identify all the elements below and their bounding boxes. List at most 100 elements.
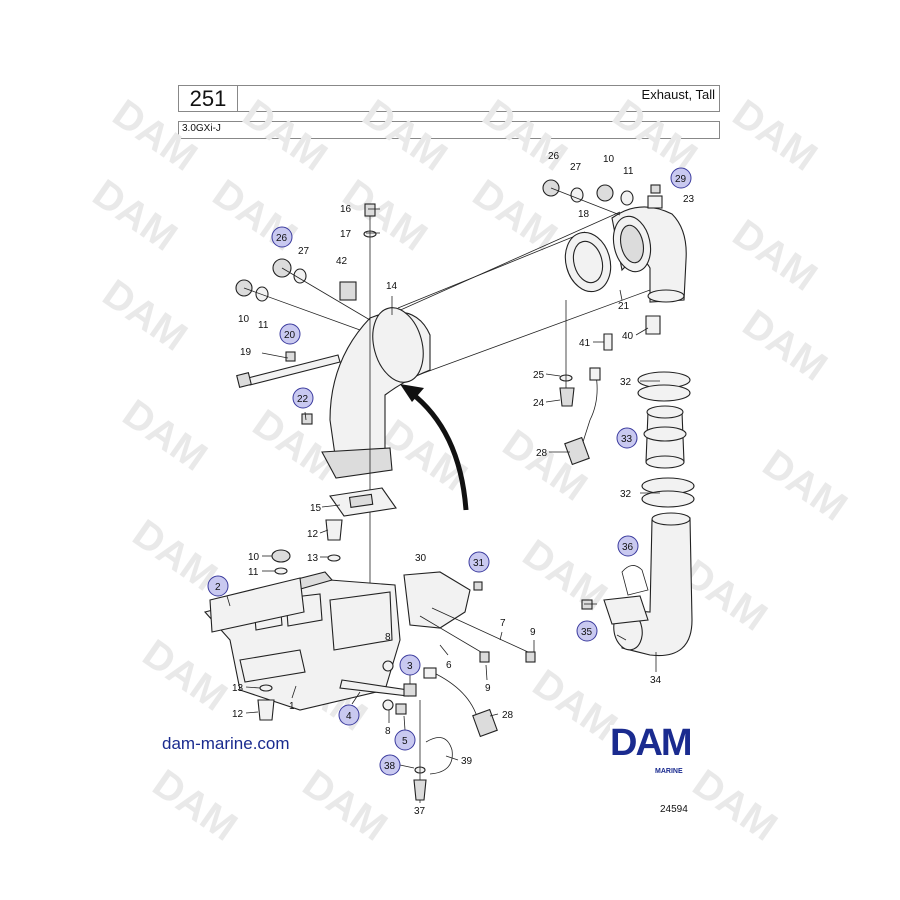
callout-label: 10	[238, 314, 250, 325]
drain-plug	[559, 300, 575, 407]
watermark: DAM	[145, 761, 245, 849]
watermark: DAM	[725, 211, 825, 299]
callout-label: 2	[215, 582, 221, 593]
callout-circle	[394, 729, 416, 751]
callout-label: 1	[289, 701, 295, 712]
watermark: DAM	[115, 391, 215, 479]
callout-label: 29	[675, 174, 687, 185]
callout-label: 10	[603, 154, 615, 165]
callout-label: 12	[232, 709, 244, 720]
callout-label: 33	[621, 434, 633, 445]
temperature-sensors	[423, 367, 601, 738]
callout-label: 12	[307, 529, 319, 540]
callout-label: 30	[415, 553, 427, 564]
drawing-number: 24594	[660, 804, 688, 815]
callout-label: 27	[298, 246, 310, 257]
callout-label: 27	[570, 162, 582, 173]
callout-circle	[670, 167, 692, 189]
callout-label: 9	[530, 627, 536, 638]
callout-label: 34	[650, 675, 662, 686]
callout-circle	[271, 226, 293, 248]
callout-label: 32	[620, 489, 632, 500]
callout-label: 41	[579, 338, 591, 349]
dam-logo: DAM MARINE	[610, 722, 740, 780]
exhaust-outlet-pipe	[581, 512, 693, 657]
callout-label: 21	[618, 301, 630, 312]
top-plugs	[542, 179, 661, 216]
manifold-plugs	[257, 519, 343, 721]
callout-label: 42	[336, 256, 348, 267]
callout-label: 8	[385, 632, 391, 643]
watermark: DAM	[105, 91, 205, 179]
callout-label: 5	[402, 736, 408, 747]
watermark: DAM	[515, 531, 615, 619]
model-bar: 3.0GXi-J	[178, 121, 720, 139]
watermark: DAM	[235, 91, 335, 179]
watermark: DAM	[85, 171, 185, 259]
callout-circle	[576, 620, 598, 642]
callout-label: 22	[297, 394, 309, 405]
watermark: DAM	[735, 301, 835, 389]
logo-subtext: MARINE	[655, 768, 683, 775]
main-elbow	[321, 307, 431, 479]
callout-label: 32	[620, 377, 632, 388]
logo-text: DAM	[610, 725, 691, 764]
callout-label: 11	[258, 320, 269, 331]
callout-circle	[292, 387, 314, 409]
riser-flange	[564, 231, 612, 293]
callout-label: 6	[446, 660, 452, 671]
callout-label: 38	[384, 761, 396, 772]
callout-label: 16	[340, 204, 352, 215]
callout-label: 28	[502, 710, 514, 721]
callout-circle	[279, 323, 301, 345]
bracket	[403, 571, 536, 663]
watermark: DAM	[755, 441, 855, 529]
watermark: DAM	[355, 91, 455, 179]
callout-label: 40	[622, 331, 634, 342]
hose-assembly	[637, 371, 695, 508]
callout-label: 14	[386, 281, 398, 292]
watermark: DAM	[495, 421, 595, 509]
leader-lines	[226, 208, 660, 803]
callout-label: 25	[533, 370, 545, 381]
callout-label: 39	[461, 756, 473, 767]
dam-logo-mark: DAM MARINE	[610, 722, 740, 775]
callout-label: 23	[683, 194, 695, 205]
exhaust-pipe	[377, 211, 651, 379]
callout-label: 35	[581, 627, 593, 638]
watermark: DAM	[135, 631, 235, 719]
part-callouts: 26 27 10 11 29 23 18 16 17 26 27 42 14 1…	[207, 151, 695, 817]
upper-elbow	[611, 195, 687, 303]
watermark: DAM	[95, 271, 195, 359]
lower-clip	[413, 700, 453, 801]
callout-circle	[617, 535, 639, 557]
callout-circle	[379, 754, 401, 776]
left-small-parts	[235, 203, 377, 660]
gasket	[329, 487, 397, 517]
callout-label: 4	[346, 711, 352, 722]
watermark: DAM	[335, 171, 435, 259]
callout-label: 31	[473, 558, 485, 569]
callout-label: 26	[548, 151, 560, 162]
callout-label: 20	[284, 330, 296, 341]
callout-label: 18	[578, 209, 590, 220]
callout-label: 15	[310, 503, 322, 514]
callout-circle	[207, 575, 229, 597]
manifold-gasket	[209, 577, 305, 633]
callout-label: 26	[276, 233, 288, 244]
callout-label: 11	[248, 567, 259, 578]
callout-circle	[399, 654, 421, 676]
callout-label: 19	[240, 347, 252, 358]
watermark: DAM	[295, 761, 395, 849]
callout-label: 17	[340, 229, 352, 240]
website-label: dam-marine.com	[162, 734, 290, 753]
callout-label: 7	[500, 618, 506, 629]
callout-label: 36	[622, 542, 634, 553]
callout-label: 11	[623, 166, 634, 177]
callout-label: 9	[485, 683, 491, 694]
lower-bolts	[339, 660, 417, 715]
header-bar: 251 Exhaust, Tall	[178, 85, 720, 112]
watermark: DAM	[725, 91, 825, 179]
callout-label: 13	[307, 553, 319, 564]
